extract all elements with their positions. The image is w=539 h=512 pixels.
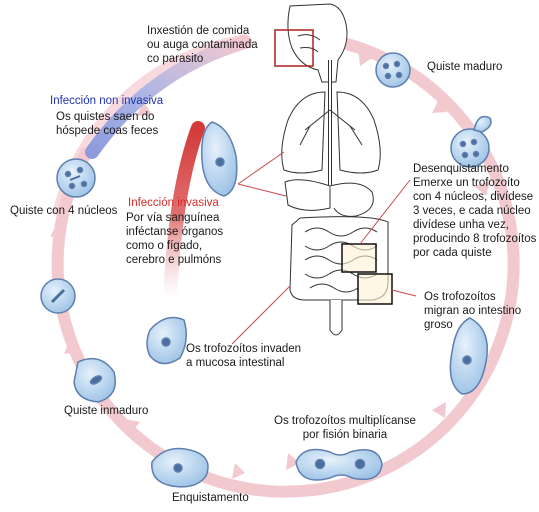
immature-cyst-label: Quiste inmaduro	[64, 405, 149, 417]
invasive-arrow	[163, 121, 205, 307]
large-intestine-box	[357, 273, 393, 305]
digestive-system-illustration	[281, 3, 389, 336]
migration-label: Os trofozoítos migran ao intestino groso	[424, 291, 522, 331]
excysting-cyst-icon	[450, 115, 492, 168]
small-intestine-box	[341, 243, 377, 273]
ingestion-label: Inxestión de comida ou auga contaminada …	[147, 25, 258, 65]
mouth-highlight-box	[274, 29, 314, 67]
invade-mucosa-label: Os trofozoítos invaden a mucosa intestin…	[186, 343, 302, 369]
four-nuclei-cyst-label: Quiste con 4 núcleos	[10, 205, 118, 217]
leader-lines	[231, 151, 417, 345]
four-nuclei-cyst-icon	[56, 158, 96, 198]
organisms	[40, 52, 492, 488]
immature-cyst-icon	[73, 357, 116, 403]
chromatoid-cyst-icon	[40, 278, 76, 314]
binary-fission-icon	[295, 448, 383, 481]
noninvasive-text: Os quistes saen do hóspede coas feces	[56, 111, 159, 137]
fission-label: Os trofozoítos multiplícanse por fisión …	[274, 415, 416, 441]
invading-trophozoite-icon	[146, 316, 187, 365]
mature-cyst-icon	[375, 52, 411, 88]
invasive-text: Por vía sanguínea inféctanse órganos com…	[126, 212, 224, 266]
encystation-icon	[151, 447, 209, 488]
noninvasive-arrow	[85, 35, 252, 159]
mature-cyst-label: Quiste maduro	[427, 61, 503, 73]
excystation-label: Desenquistamento Emerxe un trofozoíto co…	[413, 163, 537, 259]
migrating-trophozoite-icon	[449, 317, 488, 395]
invasive-trophozoite-icon	[200, 121, 238, 197]
noninvasive-title: Infección non invasiva	[50, 95, 164, 107]
invasive-title: Infección invasiva	[128, 197, 219, 209]
encystation-label: Enquistamento	[172, 492, 249, 504]
